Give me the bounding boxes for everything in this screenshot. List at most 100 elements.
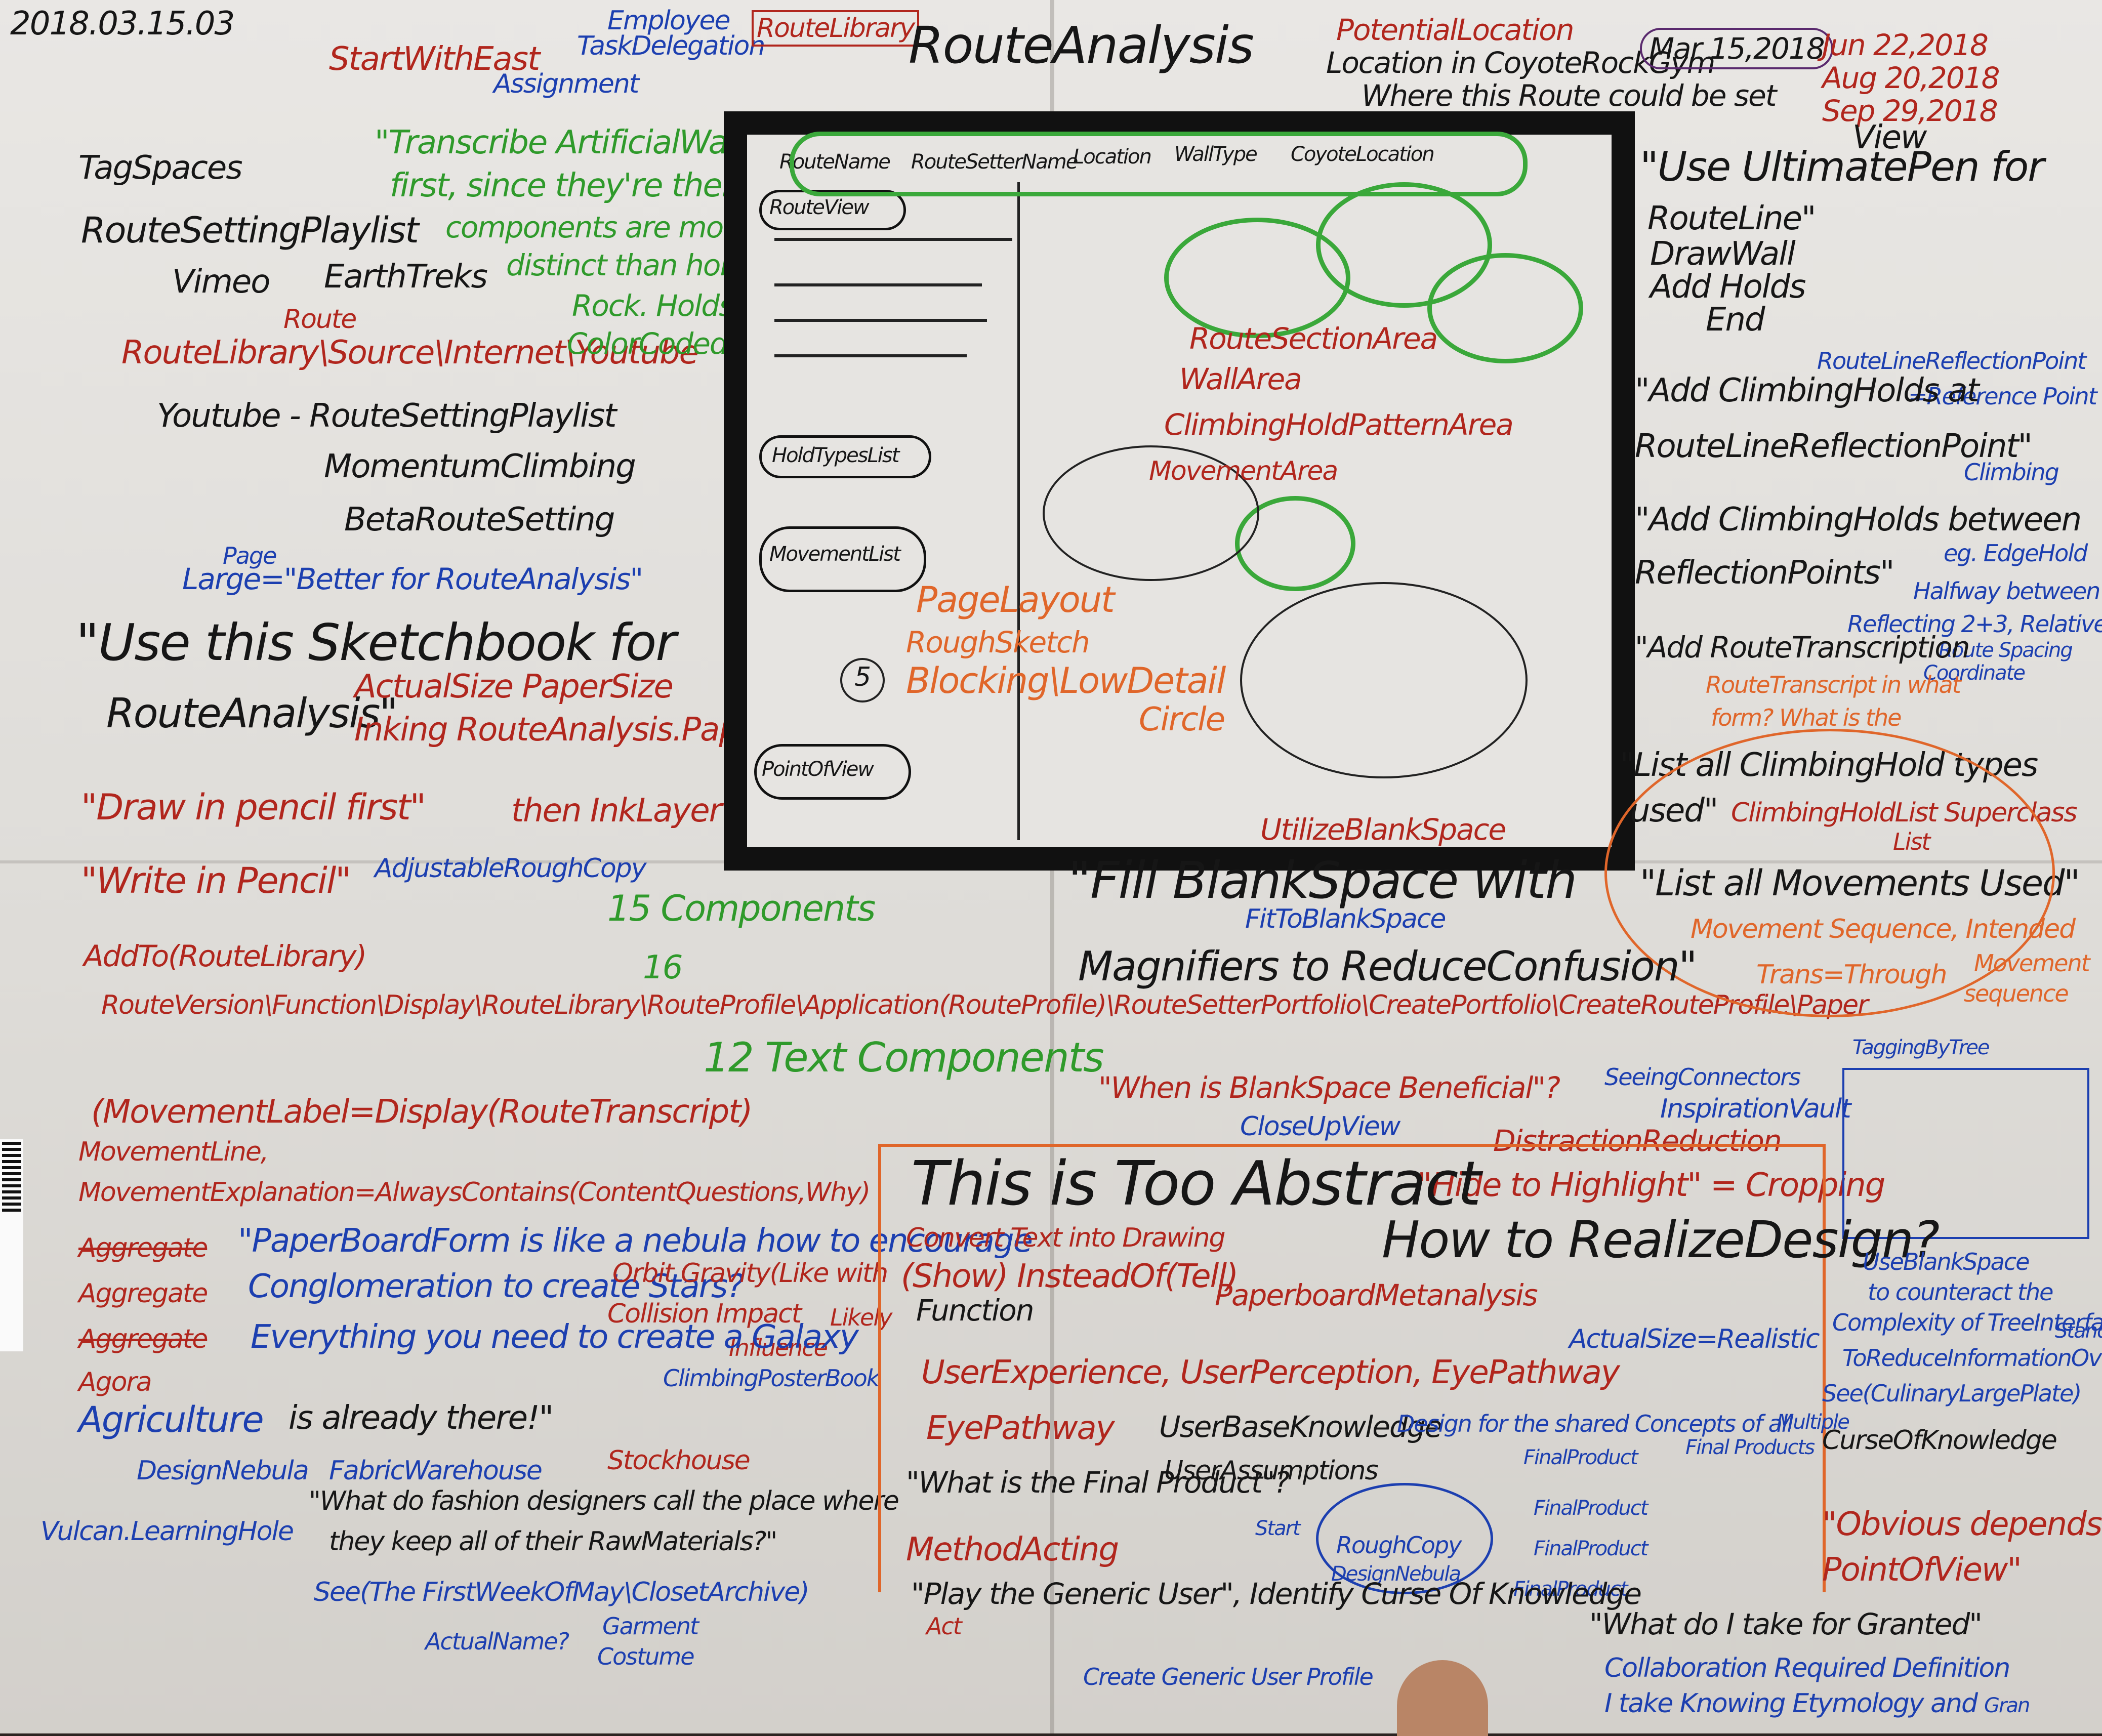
point-of-view-pill <box>754 744 911 800</box>
reference-point: =Reference Point <box>1908 383 2097 410</box>
actual-size-paper: ActualSize PaperSize <box>354 668 674 706</box>
field-location: Location <box>1073 145 1152 169</box>
user-experience: UserExperience, UserPerception, EyePathw… <box>921 1354 1620 1391</box>
route-analysis-quote: RouteAnalysis" <box>106 690 398 737</box>
actual-name: ActualName? <box>425 1628 569 1655</box>
sketch-divider <box>1017 182 1020 840</box>
obvious-depends: "Obvious depends on <box>1822 1506 2102 1543</box>
halfway-between: Halfway between <box>1913 577 2100 605</box>
library-source: RouteLibrary\Source\Internet\Youtube <box>121 334 699 371</box>
route-spacing: Route Spacing <box>1939 639 2073 662</box>
see-first-week: See(The FirstWeekOfMay\ClosetArchive) <box>314 1577 810 1607</box>
curse-of-knowledge: CurseOfKnowledge <box>1822 1425 2057 1456</box>
how-realize-design: How to RealizeDesign? <box>1382 1210 1940 1269</box>
end-label: End <box>1706 301 1765 339</box>
movement-list-pill <box>759 526 926 592</box>
fashion-designers: "What do fashion designers call the plac… <box>309 1486 899 1516</box>
write-in-pencil: "Write in Pencil" <box>81 860 351 901</box>
potential-location: PotentialLocation <box>1336 13 1574 47</box>
distraction-reduction: DistractionReduction <box>1493 1124 1782 1158</box>
final-product-3: FinalProduct <box>1534 1537 1648 1560</box>
use-blank-space: UseBlankSpace <box>1863 1248 2030 1275</box>
multiple: Multiple <box>1777 1411 1850 1434</box>
holding-thumb <box>1397 1660 1488 1736</box>
when-blank-beneficial: "When is BlankSpace Beneficial"? <box>1098 1070 1560 1105</box>
everything-you-need: Everything you need to create a Galaxy <box>251 1318 859 1356</box>
sequence: sequence <box>1964 980 2069 1007</box>
movements-ellipse <box>1604 729 2055 1017</box>
movement-line: MovementLine, <box>78 1137 269 1167</box>
sixteen-label: 16 <box>643 949 683 986</box>
magnifiers-reduce: Magnifiers to ReduceConfusion" <box>1078 943 1697 990</box>
inking-route-analysis: Inking RouteAnalysis.Paper <box>354 711 771 749</box>
route-analysis-title: RouteAnalysis <box>909 16 1254 75</box>
eye-pathway: EyePathway <box>926 1410 1115 1447</box>
wall-area: WallArea <box>1179 362 1302 396</box>
better-for: Large="Better for RouteAnalysis" <box>182 562 643 596</box>
complexity-tree: Complexity of TreeInterface <box>1832 1309 2102 1336</box>
agriculture: Agriculture <box>78 1399 264 1440</box>
green-header-band <box>790 132 1528 196</box>
method-acting: MethodActing <box>906 1531 1119 1568</box>
draw-wall: DrawWall <box>1650 235 1796 273</box>
agora: Agora <box>78 1367 152 1397</box>
design-shared-concepts: Design for the shared Concepts of all <box>1397 1410 1793 1437</box>
design-nebula: DesignNebula <box>137 1456 309 1486</box>
final-products: Final Products <box>1685 1436 1815 1459</box>
tagging-by-tree: TaggingByTree <box>1852 1036 1990 1059</box>
coordinate: Coordinate <box>1923 662 2026 685</box>
collaboration-definition: Collaboration Required Definition <box>1604 1653 2010 1683</box>
paperboard-metanalysis: PaperboardMetanalysis <box>1215 1278 1538 1312</box>
reflecting: Reflecting 2+3, Relative <box>1847 610 2102 638</box>
add-holds-at: "Add ClimbingHolds at <box>1635 372 1980 409</box>
closeup-view: CloseUpView <box>1240 1111 1400 1142</box>
stockhouse: Stockhouse <box>607 1445 751 1476</box>
what-granted: "What do I take for Granted" <box>1589 1607 1983 1641</box>
route-line: RouteLine" <box>1647 200 1816 237</box>
date-code: 2018.03.15.03 <box>10 5 235 43</box>
date-4: Sep 29,2018 <box>1822 94 1998 128</box>
gran-label: Gran <box>1984 1694 2030 1717</box>
conglomeration: Conglomeration to create Stars? <box>248 1268 744 1305</box>
rough-sketch-note: RoughSketch <box>906 625 1090 659</box>
first-since: first, since they're their <box>390 167 743 204</box>
raw-materials: they keep all of their RawMaterials?" <box>329 1526 777 1557</box>
movement-area: MovementArea <box>1149 456 1338 486</box>
tagging-tree-box <box>1842 1068 2089 1239</box>
route-setting-playlist: RouteSettingPlaylist <box>81 210 419 251</box>
route-library-box: RouteLibrary <box>752 10 920 47</box>
movement-marker-number: 5 <box>854 662 871 692</box>
rough-copy: RoughCopy <box>1336 1532 1462 1559</box>
abstract-frame <box>878 1144 1826 1592</box>
likely: Likely <box>830 1304 892 1331</box>
earth-treks: EarthTreks <box>324 258 488 296</box>
climbing-label: Climbing <box>1964 459 2059 486</box>
draw-in-pencil: "Draw in pencil first" <box>81 787 426 828</box>
final-product-4: FinalProduct <box>1513 1578 1628 1601</box>
inspiration-vault: InspirationVault <box>1660 1094 1851 1124</box>
costume: Costume <box>597 1643 695 1670</box>
to-reduce-overload: ToReduceInformationOverload <box>1842 1344 2102 1372</box>
movement-label: (MovementLabel=Display(RouteTranscript) <box>91 1093 753 1131</box>
aggregate-1: Aggregate <box>78 1233 208 1263</box>
field-coyote-location: CoyoteLocation <box>1291 143 1435 166</box>
add-holds-between: "Add ClimbingHolds between <box>1635 501 2082 539</box>
eg-edge-hold: eg. EdgeHold <box>1944 540 2088 567</box>
sketch-movement-ellipse <box>1043 445 1259 581</box>
employee: Employee <box>607 6 731 36</box>
route-view-pill <box>759 190 906 230</box>
form-what-is: form? What is the <box>1711 704 1902 731</box>
beta-route-setting: BetaRouteSetting <box>344 501 615 539</box>
green-hold-circle-3 <box>1427 253 1583 363</box>
blocking-low-detail: Blocking\LowDetail <box>906 660 1226 701</box>
reflection-point-label: RouteLineReflectionPoint <box>1817 347 2086 375</box>
influence: Influence <box>729 1334 828 1361</box>
convert-text: Convert Text into Drawing <box>906 1223 1226 1253</box>
fill-blank-space: "Fill BlankSpace with <box>1068 851 1577 910</box>
green-hold-circle-2 <box>1164 218 1350 338</box>
nebula-design-label: DesignNebula <box>1331 1562 1461 1586</box>
aggregate-3: Aggregate <box>78 1324 208 1354</box>
movement-explanation: MovementExplanation=AlwaysContains(Conte… <box>78 1177 871 1208</box>
field-route-setter: RouteSetterName <box>911 150 1078 174</box>
hold-types-pill <box>759 435 931 478</box>
